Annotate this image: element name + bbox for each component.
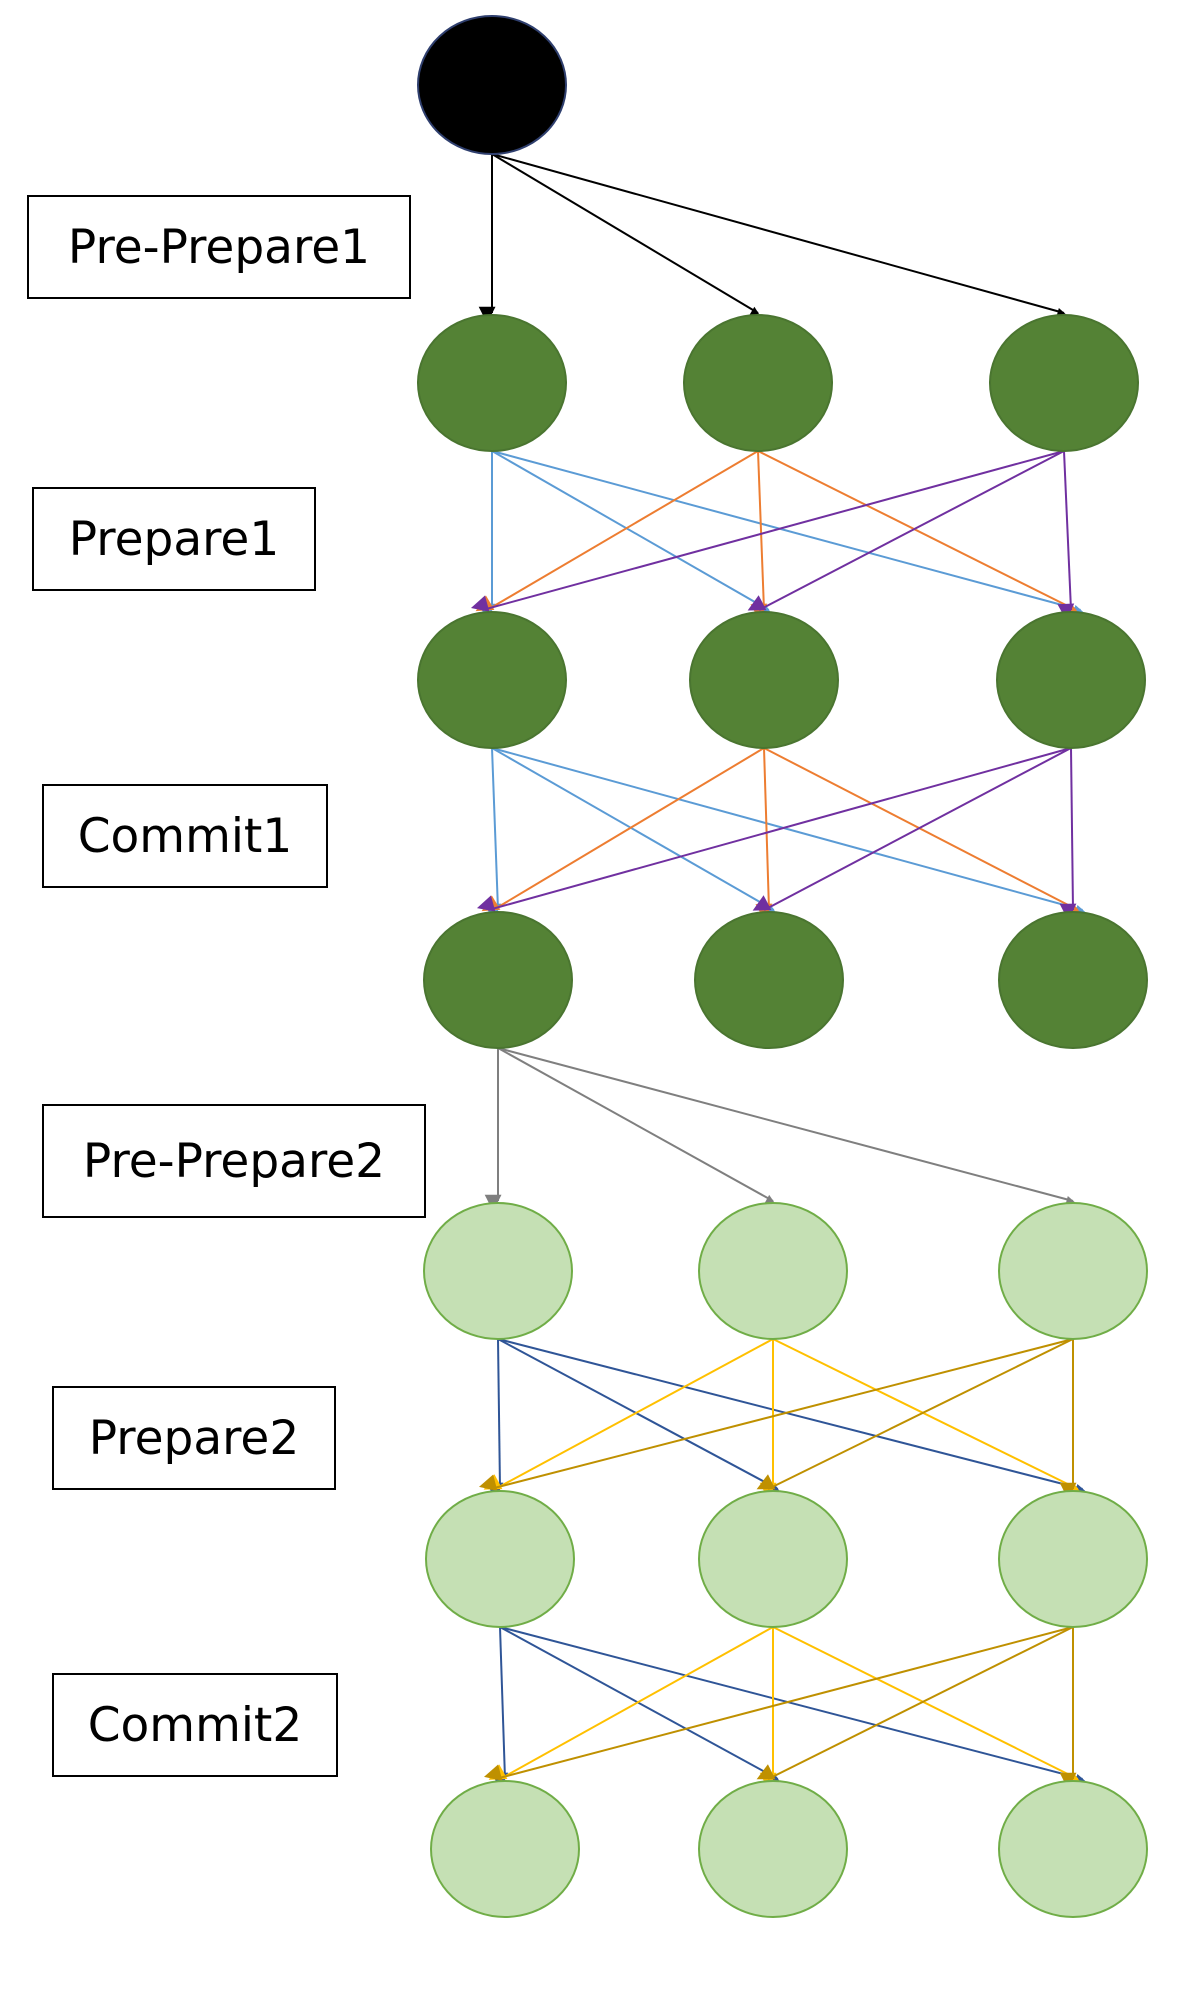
prepare-2-arrow-1-3 bbox=[497, 1338, 1092, 1501]
prepare-2-arrow-3-2 bbox=[756, 1338, 1074, 1490]
commit-2-arrow-2-3 bbox=[772, 1626, 1086, 1789]
prepare-1-arrow-3-2 bbox=[747, 450, 1065, 611]
replica-node-row5-1 bbox=[425, 1490, 575, 1628]
prepare-1-arrow-2-3 bbox=[757, 450, 1083, 620]
replica-node-row6-3 bbox=[998, 1780, 1148, 1918]
prepare-1-arrow-2-2 bbox=[750, 450, 768, 621]
prepare-1-arrow-1-3 bbox=[491, 450, 1090, 622]
phase-label-pre-prepare-1: Pre-Prepare1 bbox=[27, 195, 411, 299]
prepare-2-arrow-3-1 bbox=[479, 1338, 1074, 1491]
commit-1-arrow-2-3 bbox=[763, 747, 1085, 920]
commit-1-arrow-1-2 bbox=[491, 747, 781, 920]
phase-label-prepare-2: Prepare2 bbox=[52, 1386, 336, 1490]
commit-1-arrow-2-2 bbox=[755, 747, 773, 921]
replica-node-row1-1 bbox=[417, 314, 567, 452]
commit-2-arrow-3-1 bbox=[483, 1626, 1074, 1781]
prepare-2-arrow-1-2 bbox=[497, 1338, 785, 1499]
prepare-2-arrow-1-1 bbox=[486, 1338, 504, 1500]
replica-node-row5-3 bbox=[998, 1490, 1148, 1628]
phase-label-pre-prepare-2: Pre-Prepare2 bbox=[42, 1104, 426, 1218]
commit-2-arrow-1-3 bbox=[499, 1626, 1092, 1791]
phase-label-commit-2: Commit2 bbox=[52, 1673, 338, 1777]
commit-1-arrow-1-1 bbox=[484, 747, 502, 921]
commit-2-arrow-1-2 bbox=[499, 1626, 785, 1789]
commit-2-arrow-3-2 bbox=[756, 1626, 1074, 1780]
commit-1-arrow-3-1 bbox=[476, 747, 1072, 912]
replica-node-row5-2 bbox=[698, 1490, 848, 1628]
replica-node-row1-2 bbox=[683, 314, 833, 452]
replica-node-row2-1 bbox=[417, 611, 567, 749]
replica-nodes bbox=[417, 15, 1148, 1918]
commit-1-arrow-2-1 bbox=[481, 747, 765, 912]
phase-label-prepare-1: Prepare1 bbox=[32, 487, 316, 591]
phase-label-commit-1: Commit1 bbox=[42, 784, 328, 888]
replica-node-row4-1 bbox=[423, 1202, 573, 1340]
commit-1-arrow-3-3 bbox=[1059, 747, 1077, 921]
commit-1-arrow-3-2 bbox=[752, 747, 1072, 911]
prepare-2-arrow-2-1 bbox=[483, 1338, 774, 1490]
pre-prepare-2-arrow-3 bbox=[497, 1047, 1082, 1213]
prepare-1-arrow-3-3 bbox=[1057, 450, 1075, 621]
replica-node-row2-2 bbox=[689, 611, 839, 749]
replica-node-row4-2 bbox=[698, 1202, 848, 1340]
pre-prepare-1-arrow-2 bbox=[491, 153, 765, 323]
replica-node-row2-3 bbox=[996, 611, 1146, 749]
prepare-1-arrow-2-1 bbox=[475, 450, 759, 612]
replica-node-row3-1 bbox=[423, 911, 573, 1049]
pre-prepare-2-arrow-2 bbox=[497, 1047, 780, 1211]
prepare-2-arrow-2-3 bbox=[772, 1338, 1086, 1499]
commit-2-arrow-1-1 bbox=[491, 1626, 509, 1790]
replica-node-row1-3 bbox=[989, 314, 1139, 452]
pre-prepare-1-arrow-3 bbox=[491, 153, 1073, 325]
replica-node-row6-2 bbox=[698, 1780, 848, 1918]
client-node bbox=[417, 15, 567, 155]
replica-node-row3-2 bbox=[694, 911, 844, 1049]
prepare-1-arrow-1-2 bbox=[491, 450, 776, 620]
commit-1-arrow-1-3 bbox=[491, 747, 1092, 922]
replica-node-row3-3 bbox=[998, 911, 1148, 1049]
prepare-1-arrow-3-1 bbox=[470, 450, 1065, 612]
message-arrows bbox=[470, 153, 1092, 1791]
replica-node-row4-3 bbox=[998, 1202, 1148, 1340]
commit-2-arrow-2-1 bbox=[488, 1626, 774, 1780]
replica-node-row6-1 bbox=[430, 1780, 580, 1918]
